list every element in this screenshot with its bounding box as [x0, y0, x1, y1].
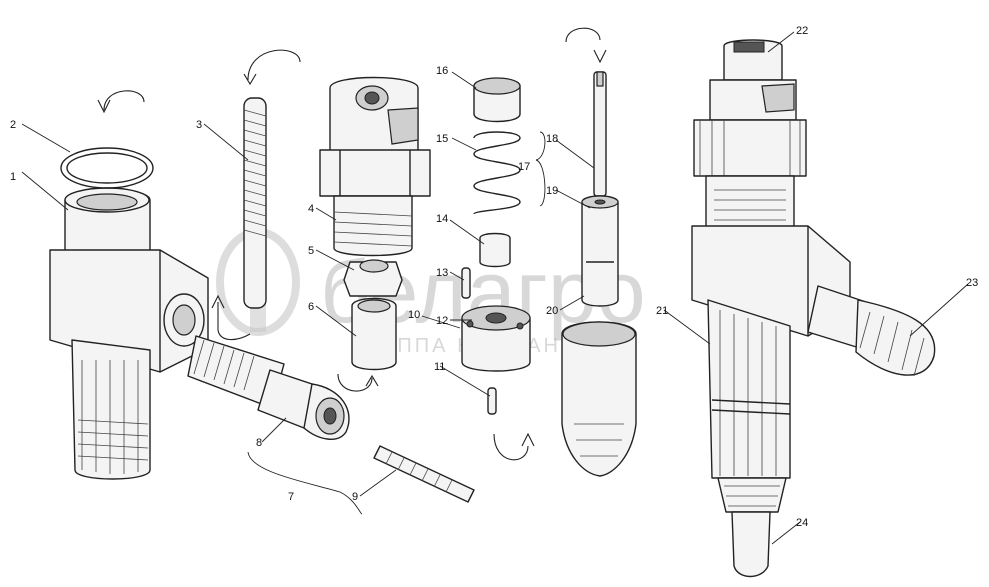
callout-1: 1 [10, 171, 16, 183]
callout-4: 4 [308, 203, 314, 215]
callout-labels: 1 2 3 4 5 6 7 8 9 10 11 12 13 14 15 16 1… [10, 25, 978, 529]
part-assembled-injector [691, 39, 936, 578]
part-needle-valve [565, 27, 607, 197]
part-adjusting-nut [319, 76, 431, 257]
callout-18: 18 [546, 133, 558, 145]
part-spring-seat-14 [479, 232, 511, 268]
part-spring-cap [473, 77, 521, 123]
callout-11: 11 [434, 361, 445, 373]
part-nozzle-body [581, 195, 619, 307]
part-pin-11 [487, 387, 497, 415]
part-lock-nut [343, 259, 403, 297]
part-filter-rod [373, 445, 475, 503]
callout-22: 22 [796, 25, 808, 37]
callout-5: 5 [308, 245, 314, 257]
callout-7: 7 [288, 491, 294, 503]
callout-24: 24 [796, 517, 808, 529]
part-sleeve [337, 297, 397, 392]
part-threaded-rod [243, 49, 301, 309]
part-nozzle-holder-body [49, 187, 209, 480]
callout-14: 14 [436, 213, 448, 225]
callout-2: 2 [10, 119, 16, 131]
callout-13: 13 [436, 267, 448, 279]
part-spacer-assembly [461, 232, 535, 461]
callout-10: 10 [408, 309, 420, 321]
callout-9: 9 [352, 491, 358, 503]
leader-lines [21, 31, 969, 545]
part-nozzle-cap-nut [561, 321, 637, 477]
part-pin-13 [461, 267, 471, 299]
rotation-arrow-left [97, 90, 145, 114]
part-spring [473, 131, 521, 215]
callout-15: 15 [436, 133, 448, 145]
callout-6: 6 [308, 301, 314, 313]
callout-19: 19 [546, 185, 558, 197]
callout-17: 17 [518, 161, 530, 173]
callout-3: 3 [196, 119, 202, 131]
callout-16: 16 [436, 65, 448, 77]
callout-20: 20 [546, 305, 558, 317]
callout-23: 23 [966, 277, 978, 289]
callout-21: 21 [656, 305, 668, 317]
part-fuel-fitting [187, 294, 350, 440]
callout-8: 8 [256, 437, 262, 449]
part-o-ring [60, 147, 154, 189]
callout-12: 12 [436, 315, 448, 327]
